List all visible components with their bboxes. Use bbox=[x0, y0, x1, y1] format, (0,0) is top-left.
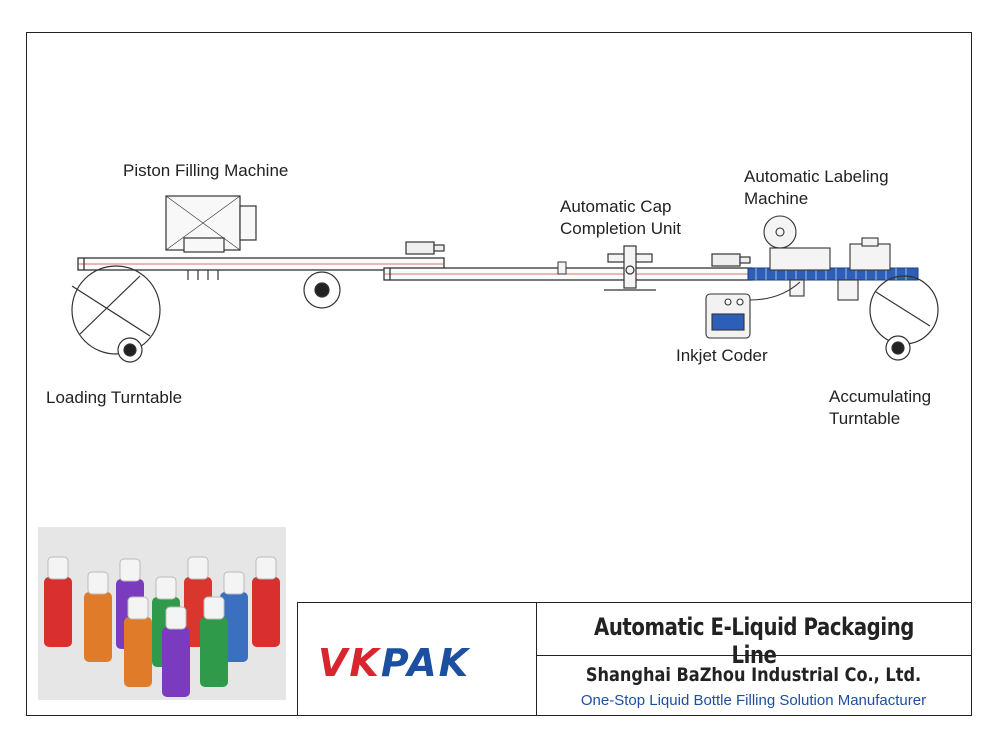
motor-right bbox=[711, 253, 751, 267]
motor-left bbox=[405, 241, 445, 255]
company-logo: VKPAK bbox=[318, 641, 471, 685]
cap-completion-unit bbox=[604, 245, 656, 291]
inkjet-coder-unit bbox=[705, 281, 801, 339]
bottle bbox=[252, 556, 280, 647]
company-name: Shanghai BaZhou Industrial Co., Ltd. bbox=[585, 664, 922, 686]
piston-filling-machine bbox=[165, 195, 257, 280]
conveyor-middle bbox=[383, 267, 753, 281]
conveyor-right bbox=[747, 267, 919, 281]
bottle bbox=[124, 596, 152, 687]
diagram-title: Automatic E-Liquid Packaging Line bbox=[594, 613, 914, 669]
label-inkjet-coder: Inkjet Coder bbox=[676, 346, 768, 365]
diagram-frame bbox=[26, 32, 972, 716]
labeling-machine bbox=[763, 215, 891, 301]
accumulating-turntable bbox=[869, 275, 939, 361]
product-photo bbox=[38, 527, 286, 700]
bottle bbox=[162, 606, 190, 697]
label-piston-filling-machine: Piston Filling Machine bbox=[123, 161, 289, 180]
title-block: VKPAK Automatic E-Liquid Packaging Line bbox=[297, 602, 972, 716]
logo-cell: VKPAK bbox=[298, 603, 537, 715]
bottle bbox=[44, 556, 72, 647]
company-tagline: One-Stop Liquid Bottle Filling Solution … bbox=[580, 692, 927, 709]
label-accumulating-turntable: Accumulating Turntable bbox=[829, 387, 932, 428]
small-sensor bbox=[557, 261, 567, 275]
title-cell: Automatic E-Liquid Packaging Line bbox=[536, 603, 972, 669]
bottle-illustration bbox=[44, 556, 280, 697]
label-loading-turntable: Loading Turntable bbox=[46, 388, 183, 407]
label-labeling-machine: Automatic Labeling Machine bbox=[744, 167, 889, 208]
bottle bbox=[84, 571, 112, 662]
conveyor-left bbox=[77, 257, 445, 271]
label-cap-completion-unit: Automatic Cap Completion Unit bbox=[560, 197, 681, 238]
operator-figure-1 bbox=[303, 271, 341, 309]
bottle bbox=[200, 596, 228, 687]
loading-turntable bbox=[71, 265, 161, 363]
